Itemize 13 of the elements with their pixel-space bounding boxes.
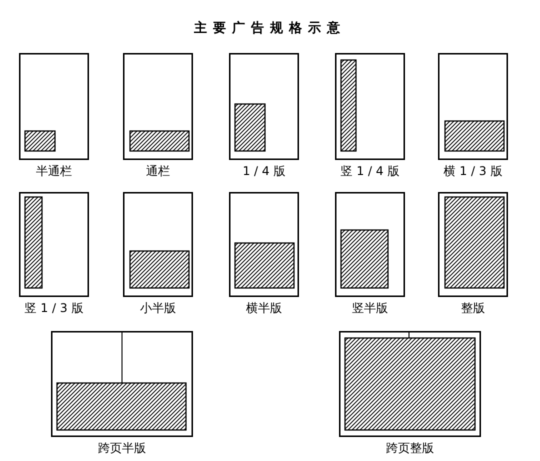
page-caption: 小半版 — [140, 300, 176, 317]
title: 主要广告规格示意 — [194, 20, 346, 37]
page-caption: 竖 1 / 4 版 — [340, 163, 400, 180]
page-caption: 横半版 — [246, 300, 282, 317]
page-caption: 整版 — [461, 300, 485, 317]
page-caption: 通栏 — [146, 163, 170, 180]
page-caption: 跨页半版 — [98, 440, 146, 457]
page-caption: 半通栏 — [36, 163, 72, 180]
page-caption: 1 / 4 版 — [242, 163, 286, 180]
page-caption: 横 1 / 3 版 — [444, 163, 502, 180]
page-caption: 竖半版 — [352, 300, 388, 317]
page-caption: 跨页整版 — [386, 440, 434, 457]
page-caption: 竖 1 / 3 版 — [24, 300, 84, 317]
